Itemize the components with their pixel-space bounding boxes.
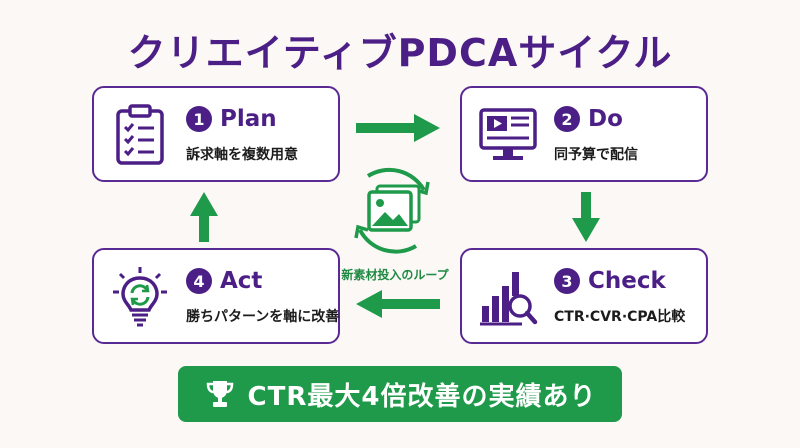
trophy-icon (206, 381, 233, 407)
plan-card: 1 Plan 訴求軸を複数用意 (92, 86, 340, 182)
check-step-name: Check (588, 268, 666, 294)
check-step-number: 3 (554, 268, 580, 294)
lightbulb-refresh-icon (113, 267, 167, 327)
do-step-number: 2 (554, 106, 580, 132)
check-description: CTR·CVR·CPA比較 (554, 309, 686, 325)
arrow-act-to-plan (190, 192, 218, 242)
bar-chart-magnifier-icon (480, 272, 538, 326)
plan-header: 1 Plan (186, 106, 277, 132)
act-header: 4 Act (186, 268, 262, 294)
do-card: 2 Do 同予算で配信 (460, 86, 708, 182)
do-step-name: Do (588, 106, 623, 132)
page-title: クリエイティブPDCAサイクル (127, 31, 673, 75)
banner-text: CTR最大4倍改善の実績あり (247, 381, 597, 412)
plan-step-number: 1 (186, 106, 212, 132)
check-card: 3 Check CTR·CVR·CPA比較 (460, 248, 708, 344)
act-card: 4 Act 勝ちパターンを軸に改善 (92, 248, 340, 344)
video-monitor-icon (479, 108, 537, 160)
act-step-number: 4 (186, 268, 212, 294)
arrow-plan-to-do (356, 114, 440, 142)
plan-description: 訴求軸を複数用意 (186, 147, 298, 163)
result-banner: CTR最大4倍改善の実績あり (178, 366, 622, 422)
image-refresh-icon (354, 167, 430, 254)
check-header: 3 Check (554, 268, 666, 294)
act-step-name: Act (220, 268, 263, 294)
do-header: 2 Do (554, 106, 623, 132)
do-description: 同予算で配信 (554, 147, 638, 163)
arrow-check-to-act (356, 290, 440, 318)
loop-label: 新素材投入のループ (341, 268, 449, 282)
arrow-do-to-check (572, 192, 600, 242)
clipboard-checklist-icon (116, 104, 164, 165)
plan-step-name: Plan (220, 106, 277, 132)
act-description: 勝ちパターンを軸に改善 (186, 309, 340, 325)
